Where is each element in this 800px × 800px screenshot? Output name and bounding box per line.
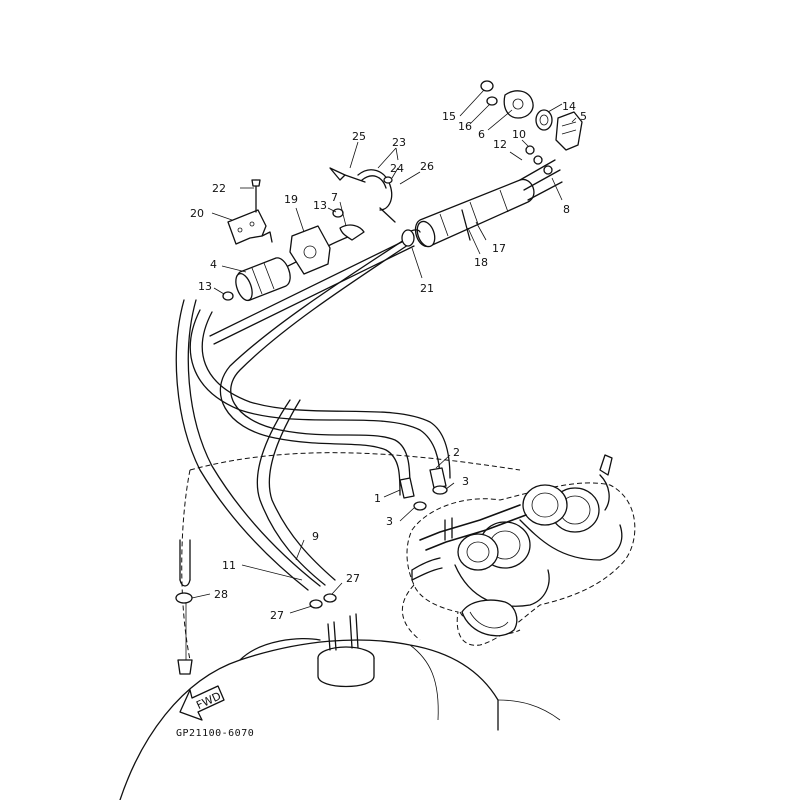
callout-18: 18 — [474, 256, 488, 269]
callout-3b: 3 — [386, 515, 393, 528]
callout-6: 6 — [478, 128, 485, 141]
hose-clips — [175, 485, 448, 675]
callout-7: 7 — [331, 191, 338, 204]
callout-9: 9 — [312, 530, 319, 543]
callout-27b: 27 — [270, 609, 284, 622]
callout-2: 2 — [453, 446, 460, 459]
callout-28: 28 — [214, 588, 228, 601]
callout-22: 22 — [212, 182, 226, 195]
callout-13a: 13 — [313, 199, 327, 212]
fwd-label: FWD — [194, 690, 223, 713]
callout-4: 4 — [210, 258, 217, 271]
callout-3a: 3 — [462, 475, 469, 488]
callout-24: 24 — [390, 162, 404, 175]
callout-11: 11 — [222, 559, 236, 572]
callout-16: 16 — [458, 120, 472, 133]
fitting-parts — [480, 80, 583, 175]
fuel-tank — [119, 452, 561, 800]
callout-17: 17 — [492, 242, 506, 255]
throttle-bodies — [411, 454, 623, 637]
callout-labels: 1 2 3 3 4 5 6 7 8 9 10 11 12 13 13 14 15… — [190, 100, 587, 622]
callout-12: 12 — [493, 138, 507, 151]
callout-15: 15 — [442, 110, 456, 123]
bracket-clamp — [329, 167, 396, 223]
hoses — [175, 231, 451, 660]
callout-1: 1 — [374, 492, 381, 505]
callout-19: 19 — [284, 193, 298, 206]
callout-26: 26 — [420, 160, 434, 173]
filter-and-brackets — [222, 179, 365, 302]
leader-lines — [191, 89, 577, 614]
diagram-code: GP21100-6070 — [176, 728, 254, 739]
callout-21: 21 — [420, 282, 434, 295]
callout-13b: 13 — [198, 280, 212, 293]
callout-14: 14 — [562, 100, 576, 113]
callout-23: 23 — [392, 136, 406, 149]
callout-8: 8 — [563, 203, 570, 216]
callout-20: 20 — [190, 207, 204, 220]
callout-10: 10 — [512, 128, 526, 141]
callout-25: 25 — [352, 130, 366, 143]
fuel-pump — [401, 159, 563, 248]
callout-5: 5 — [580, 110, 587, 123]
callout-27a: 27 — [346, 572, 360, 585]
